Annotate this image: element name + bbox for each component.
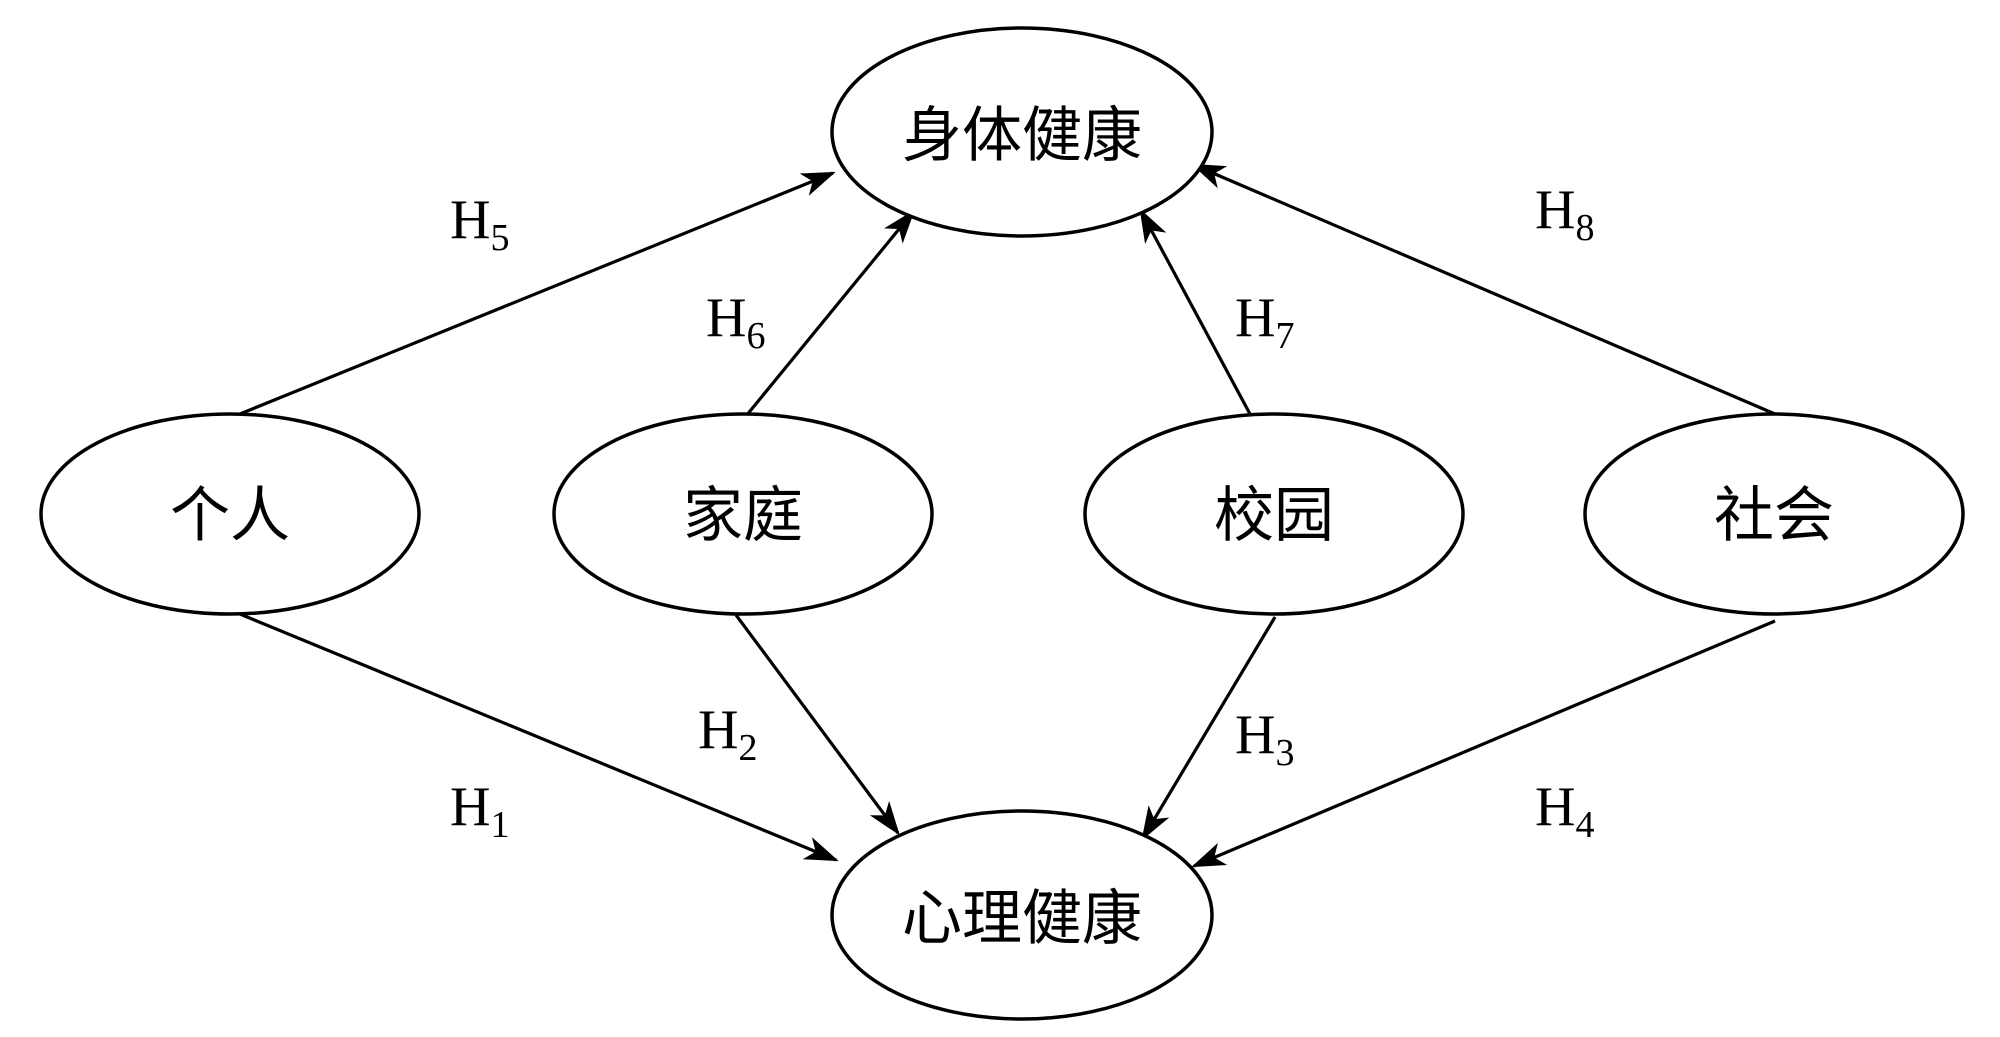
edge-h4-arrow	[1191, 619, 1776, 868]
edge-h8-arrow	[1191, 163, 1776, 416]
edge-h8-label: H8	[1535, 179, 1594, 249]
node-mental-health-label: 心理健康	[902, 884, 1142, 954]
edge-h2-arrow	[734, 614, 900, 836]
edge-h7-label: H7	[1235, 287, 1294, 357]
node-society: 社会	[1583, 412, 1965, 616]
edge-h3-label: H3	[1235, 704, 1294, 774]
edge-h2-label: H2	[698, 699, 757, 769]
node-family: 家庭	[552, 412, 934, 616]
node-family-label: 家庭	[683, 481, 803, 551]
node-school: 校园	[1083, 412, 1465, 616]
edge-h5-label: H5	[450, 189, 509, 259]
node-school-label: 校园	[1214, 481, 1334, 551]
edge-h3-arrow	[1141, 616, 1277, 841]
edge-h1-label: H1	[450, 776, 509, 846]
edge-h7-arrow	[1139, 208, 1252, 415]
edge-h5-arrow	[234, 171, 836, 418]
node-physical-health: 身体健康	[830, 26, 1214, 238]
node-society-label: 社会	[1714, 481, 1834, 551]
node-individual: 个人	[39, 412, 421, 616]
edge-h1-arrow	[234, 610, 839, 862]
node-physical-health-label: 身体健康	[902, 101, 1142, 171]
edge-h6-label: H6	[706, 287, 765, 357]
edge-h6-arrow	[744, 209, 915, 418]
edge-h4-label: H4	[1535, 776, 1594, 846]
node-individual-label: 个人	[170, 481, 290, 551]
node-mental-health: 心理健康	[830, 809, 1214, 1021]
